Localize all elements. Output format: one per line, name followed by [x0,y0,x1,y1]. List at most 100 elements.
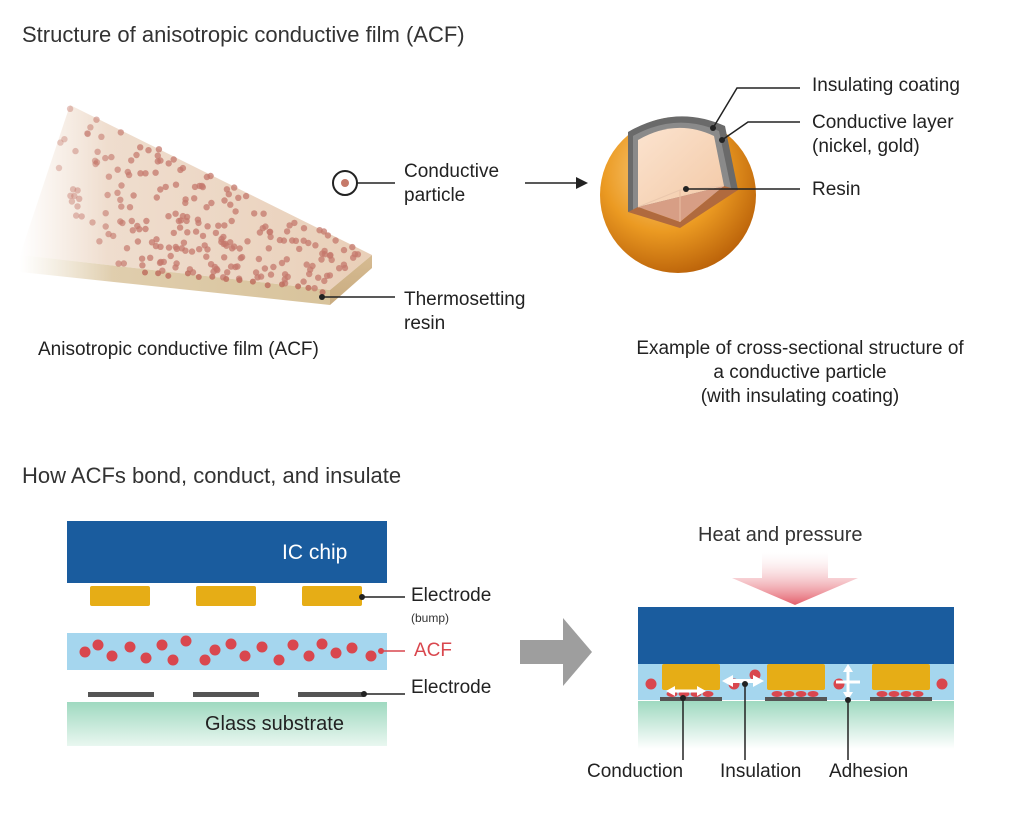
film-particle [261,265,269,272]
film-particle [154,152,161,159]
film-particle [129,227,136,234]
film-particle [61,136,68,143]
conductive-particle-sphere [600,116,756,273]
acf-particle [256,641,268,653]
film-particle [183,217,190,225]
acf-film-block [20,105,372,305]
film-particle [199,232,207,240]
pressure-arrow [732,552,858,605]
film-particle [199,183,206,191]
film-particle [340,246,348,254]
particle-caption: Example of cross-sectional structure of … [590,337,1010,409]
film-particle [177,166,184,174]
bonded-bump-3 [872,664,930,690]
insulation-label: Insulation [720,761,802,782]
acf-particles [79,635,377,666]
film-particle [349,243,356,251]
ic-chip-label: IC chip [282,541,348,564]
film-particle [145,147,152,154]
thermosetting-resin-label: Thermosetting resin [404,288,525,336]
film-particle [155,146,163,153]
film-particle [319,289,326,296]
film-particle [340,261,348,268]
bonded-particle [936,678,948,690]
film-particle [227,263,235,270]
film-particle [133,151,140,159]
compressed-particle [900,691,912,697]
film-particle [215,222,222,229]
conductive-particle-label-line2: particle [404,185,466,206]
film-particle [286,222,293,229]
compressed-particle [888,691,900,697]
glass-substrate-rect [67,702,387,746]
film-particle [184,229,191,236]
insulating-coating-label: Insulating coating [812,75,960,96]
film-particle [235,194,242,201]
film-particle [188,248,196,255]
film-particle [153,194,160,201]
film-particle [118,203,125,210]
conductive-layer-label-line1: Conductive layer [812,112,954,133]
film-particle [307,266,314,273]
film-particle [162,183,169,191]
film-particle [276,236,284,244]
film-particle [236,245,243,252]
film-particle [270,263,277,271]
film-particle [278,259,286,267]
film-particle [142,225,149,233]
film-particle [251,210,258,217]
conductive-layer-label: Conductive layer (nickel, gold) [812,111,954,159]
film-particle [221,197,228,204]
particle-caption-line3: (with insulating coating) [700,386,900,407]
film-particle [123,245,131,252]
bump-2 [196,586,256,606]
film-particle [231,243,238,250]
acf-particle [199,654,211,666]
film-particle [108,153,115,161]
film-particle [221,222,228,229]
film-particle [255,255,263,263]
film-particle [354,251,362,258]
film-particle [259,225,266,232]
film-particle [94,148,101,155]
acf-particle [167,654,179,666]
film-particles [55,105,362,296]
compressed-particle [876,691,888,697]
film-particle [115,260,122,267]
film-particle [296,245,303,253]
film-particle [78,213,85,220]
film-particle [142,170,149,177]
particle-caption-line1: Example of cross-sectional structure of [636,338,964,359]
film-particle [267,271,275,278]
film-particle [242,192,250,200]
film-particle [128,217,135,225]
film-particle [126,204,134,211]
film-particle [68,198,76,205]
film-particle [142,269,148,276]
film-particle [74,187,81,194]
section2-title: How ACFs bond, conduct, and insulate [22,463,402,488]
compressed-particle [702,691,714,697]
film-particle [102,210,109,217]
film-particle [136,226,143,233]
acf-particle [180,635,192,647]
film-particle [207,172,214,180]
film-particle [87,124,94,131]
film-particle [104,191,111,199]
film-particle [92,160,99,168]
acf-particle [156,639,168,651]
process-arrow [520,618,592,686]
film-particle [295,283,302,290]
electrode-2 [193,692,259,697]
film-particle [157,243,164,250]
film-particle [291,219,298,227]
film-particle [176,224,184,231]
bonded-bump-1 [662,664,720,690]
film-particle [249,278,256,285]
film-particle [66,105,74,113]
adhesion-arrows [836,664,860,700]
film-particle [227,239,234,246]
acf-particle [106,650,118,662]
film-particle [172,181,180,188]
